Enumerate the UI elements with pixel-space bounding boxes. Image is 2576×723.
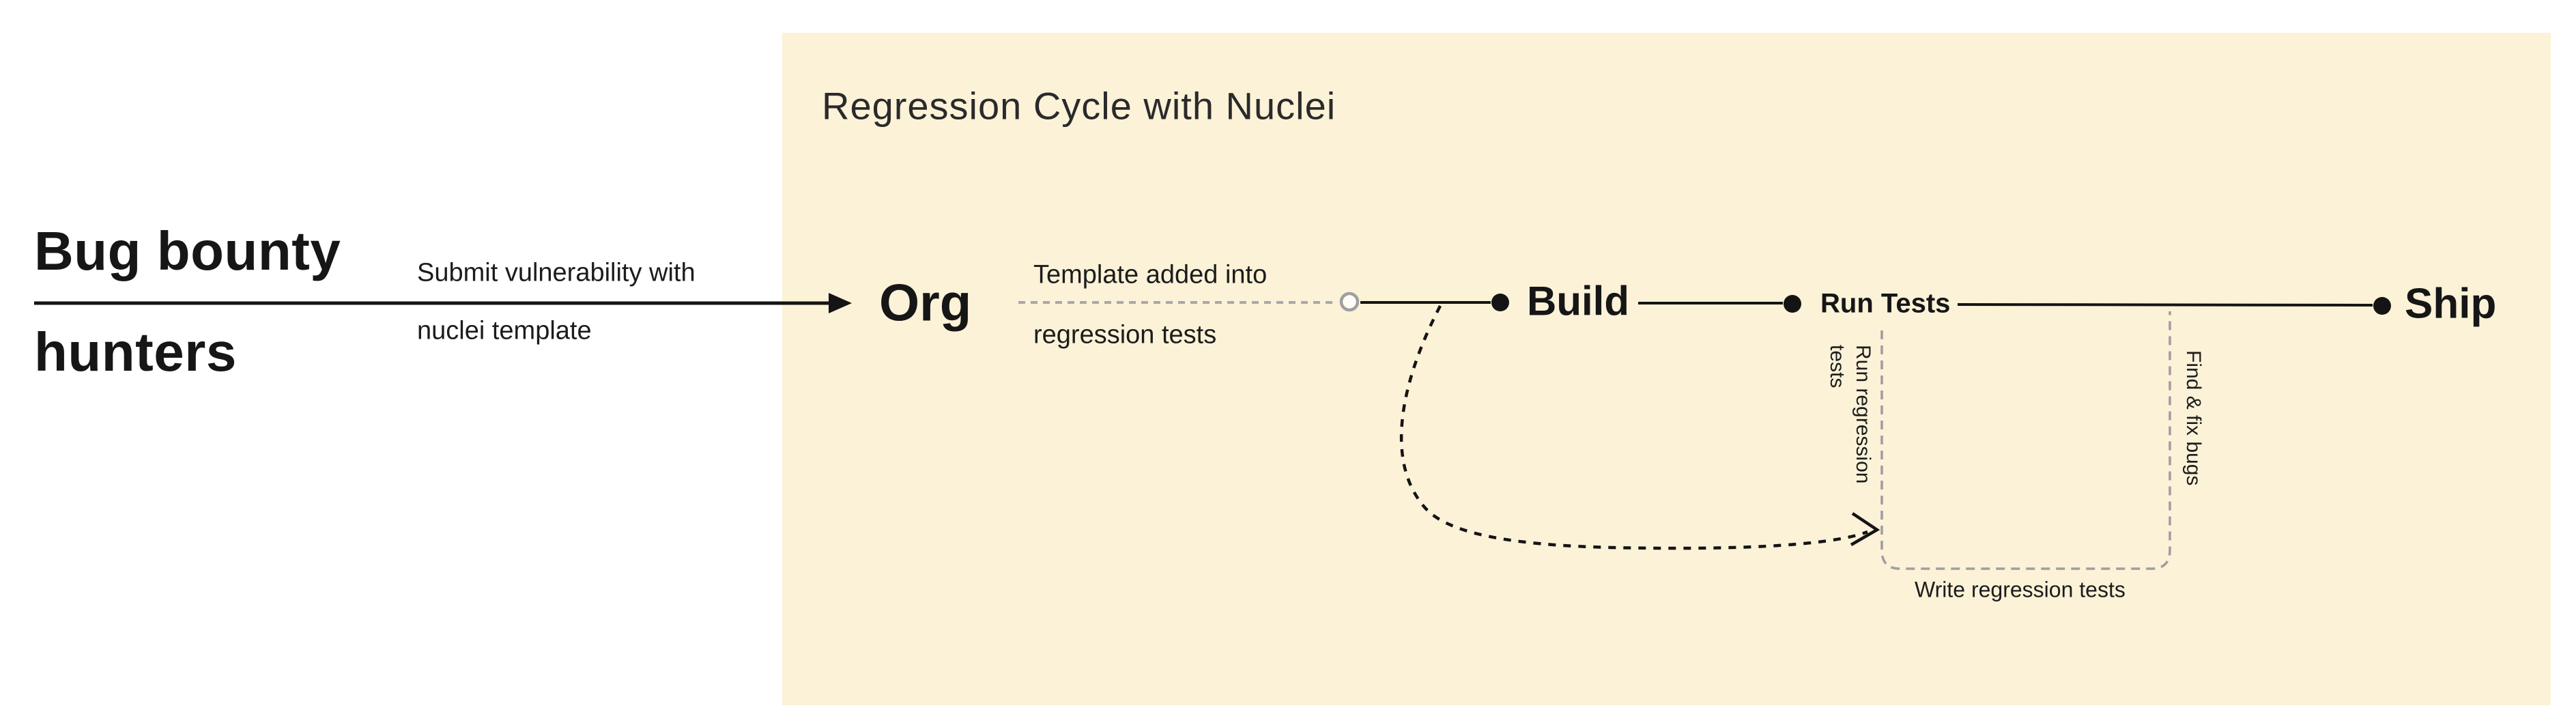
submit-arrow-label-line2: nuclei template [417,316,592,345]
find-fix-bugs-vertical-label: Find & fix bugs [2182,350,2205,486]
node-build-label: Build [1527,278,1629,324]
open-circle-node-icon [1339,292,1360,312]
actor-label-line1: Bug bounty [34,221,341,281]
runtests-node-dot-icon [1784,295,1801,313]
page-title: Regression Cycle with Nuclei [822,84,1336,128]
write-regression-tests-label: Write regression tests [1915,577,2126,602]
build-node-dot-icon [1491,294,1509,311]
submit-arrowhead-icon [829,293,852,313]
actor-label-line2: hunters [34,322,237,382]
submit-arrow-label-line1: Submit vulnerability with [417,258,696,287]
feedback-dashed-curve [1399,304,1868,550]
feedback-arrowhead-icon [1850,512,1880,546]
template-edge-label-line1: Template added into [1033,260,1268,289]
node-org-label: Org [879,274,972,332]
regression-loop-bracket [1880,311,2171,570]
run-regression-tests-vertical-label: Run regression tests [1826,345,1874,484]
regression-cycle-panel [782,33,2551,705]
node-ship-label: Ship [2405,280,2497,328]
template-edge-label-line2: regression tests [1033,320,1217,350]
node-run-tests-label: Run Tests [1820,288,1951,319]
ship-node-dot-icon [2373,297,2391,315]
edge-runtests-to-ship [1957,303,2373,307]
